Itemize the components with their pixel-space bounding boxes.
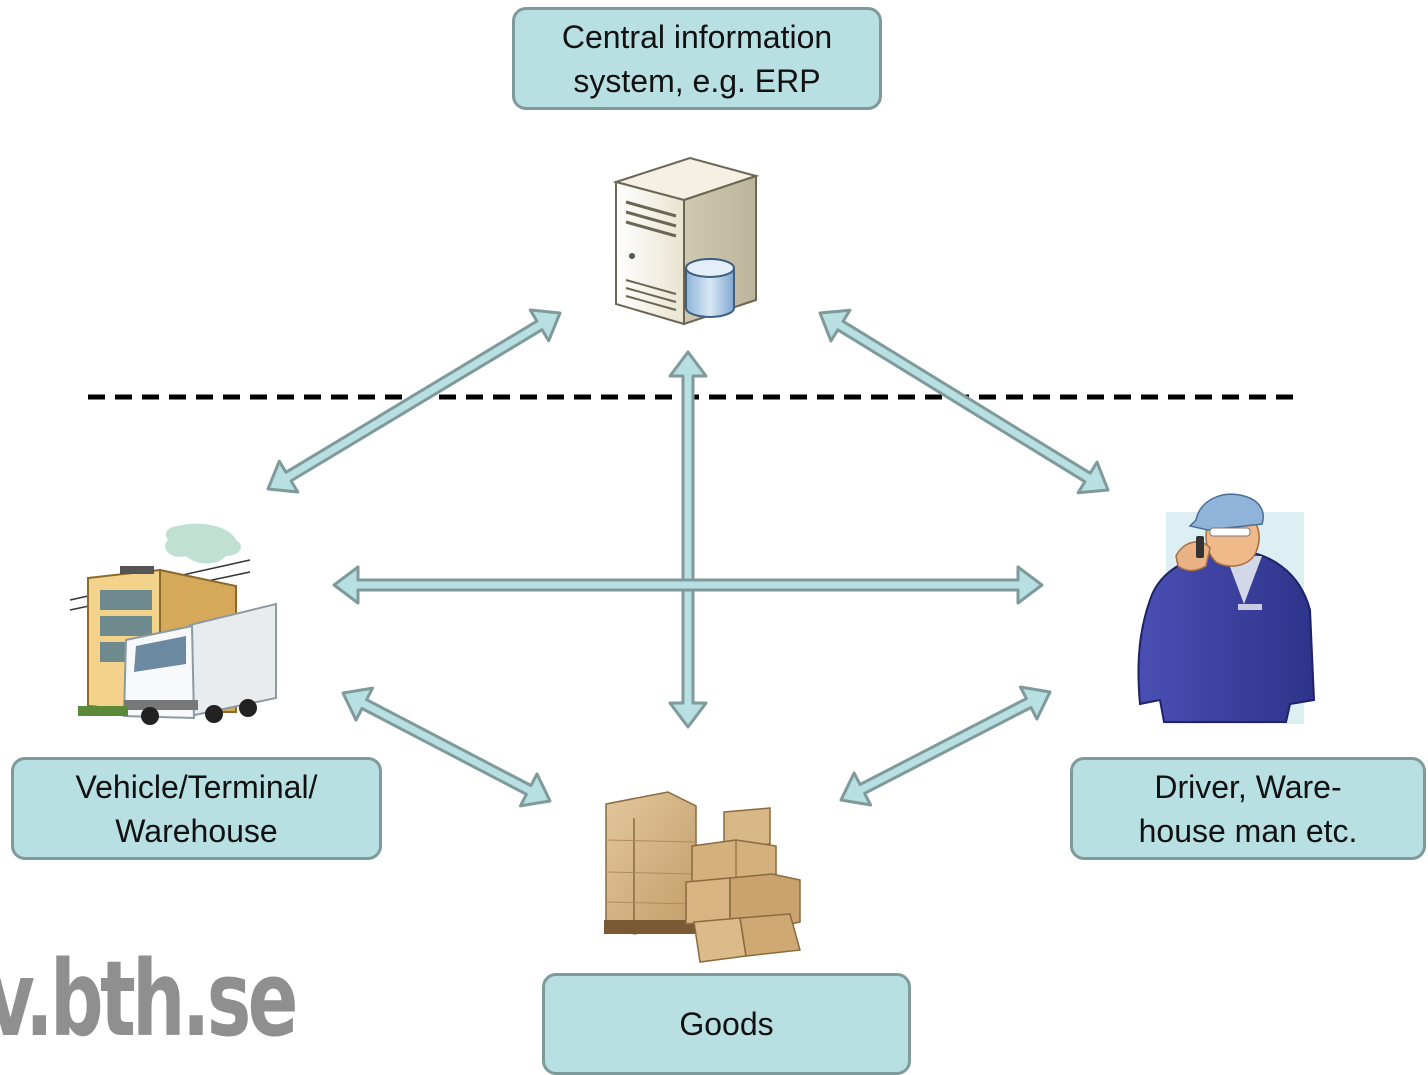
arrow-server-driver xyxy=(818,308,1110,495)
central-system-label: Central information system, e.g. ERP xyxy=(512,7,882,110)
central-system-line1: Central information xyxy=(561,18,833,55)
goods-label: Goods xyxy=(542,973,911,1075)
arrows-layer xyxy=(266,308,1110,808)
arrow-vehicle-goods xyxy=(341,686,552,808)
goods-label-text: Goods xyxy=(679,1006,774,1042)
central-system-line2: system, e.g. ERP xyxy=(573,62,821,99)
arrow-server-vehicle xyxy=(266,308,562,494)
driver-label-line2: house man etc. xyxy=(1138,812,1358,849)
vehicle-label-line2: Warehouse xyxy=(115,812,278,849)
arrow-driver-goods xyxy=(839,685,1052,807)
worker-phone-icon xyxy=(1137,493,1316,724)
arrow-server-goods xyxy=(668,350,708,729)
vehicle-label-line1: Vehicle/Terminal/ xyxy=(75,768,318,805)
building-truck-icon xyxy=(69,523,277,725)
arrow-vehicle-driver xyxy=(332,565,1044,605)
driver-warehouseman-label: Driver, Ware- house man etc. xyxy=(1070,757,1426,860)
server-database-icon xyxy=(612,156,760,326)
driver-label-line1: Driver, Ware- xyxy=(1154,768,1342,805)
vehicle-terminal-warehouse-label: Vehicle/Terminal/ Warehouse xyxy=(11,757,382,860)
bth-logo-text: v.bth.se xyxy=(0,938,298,1060)
cardboard-boxes-icon xyxy=(604,791,801,963)
